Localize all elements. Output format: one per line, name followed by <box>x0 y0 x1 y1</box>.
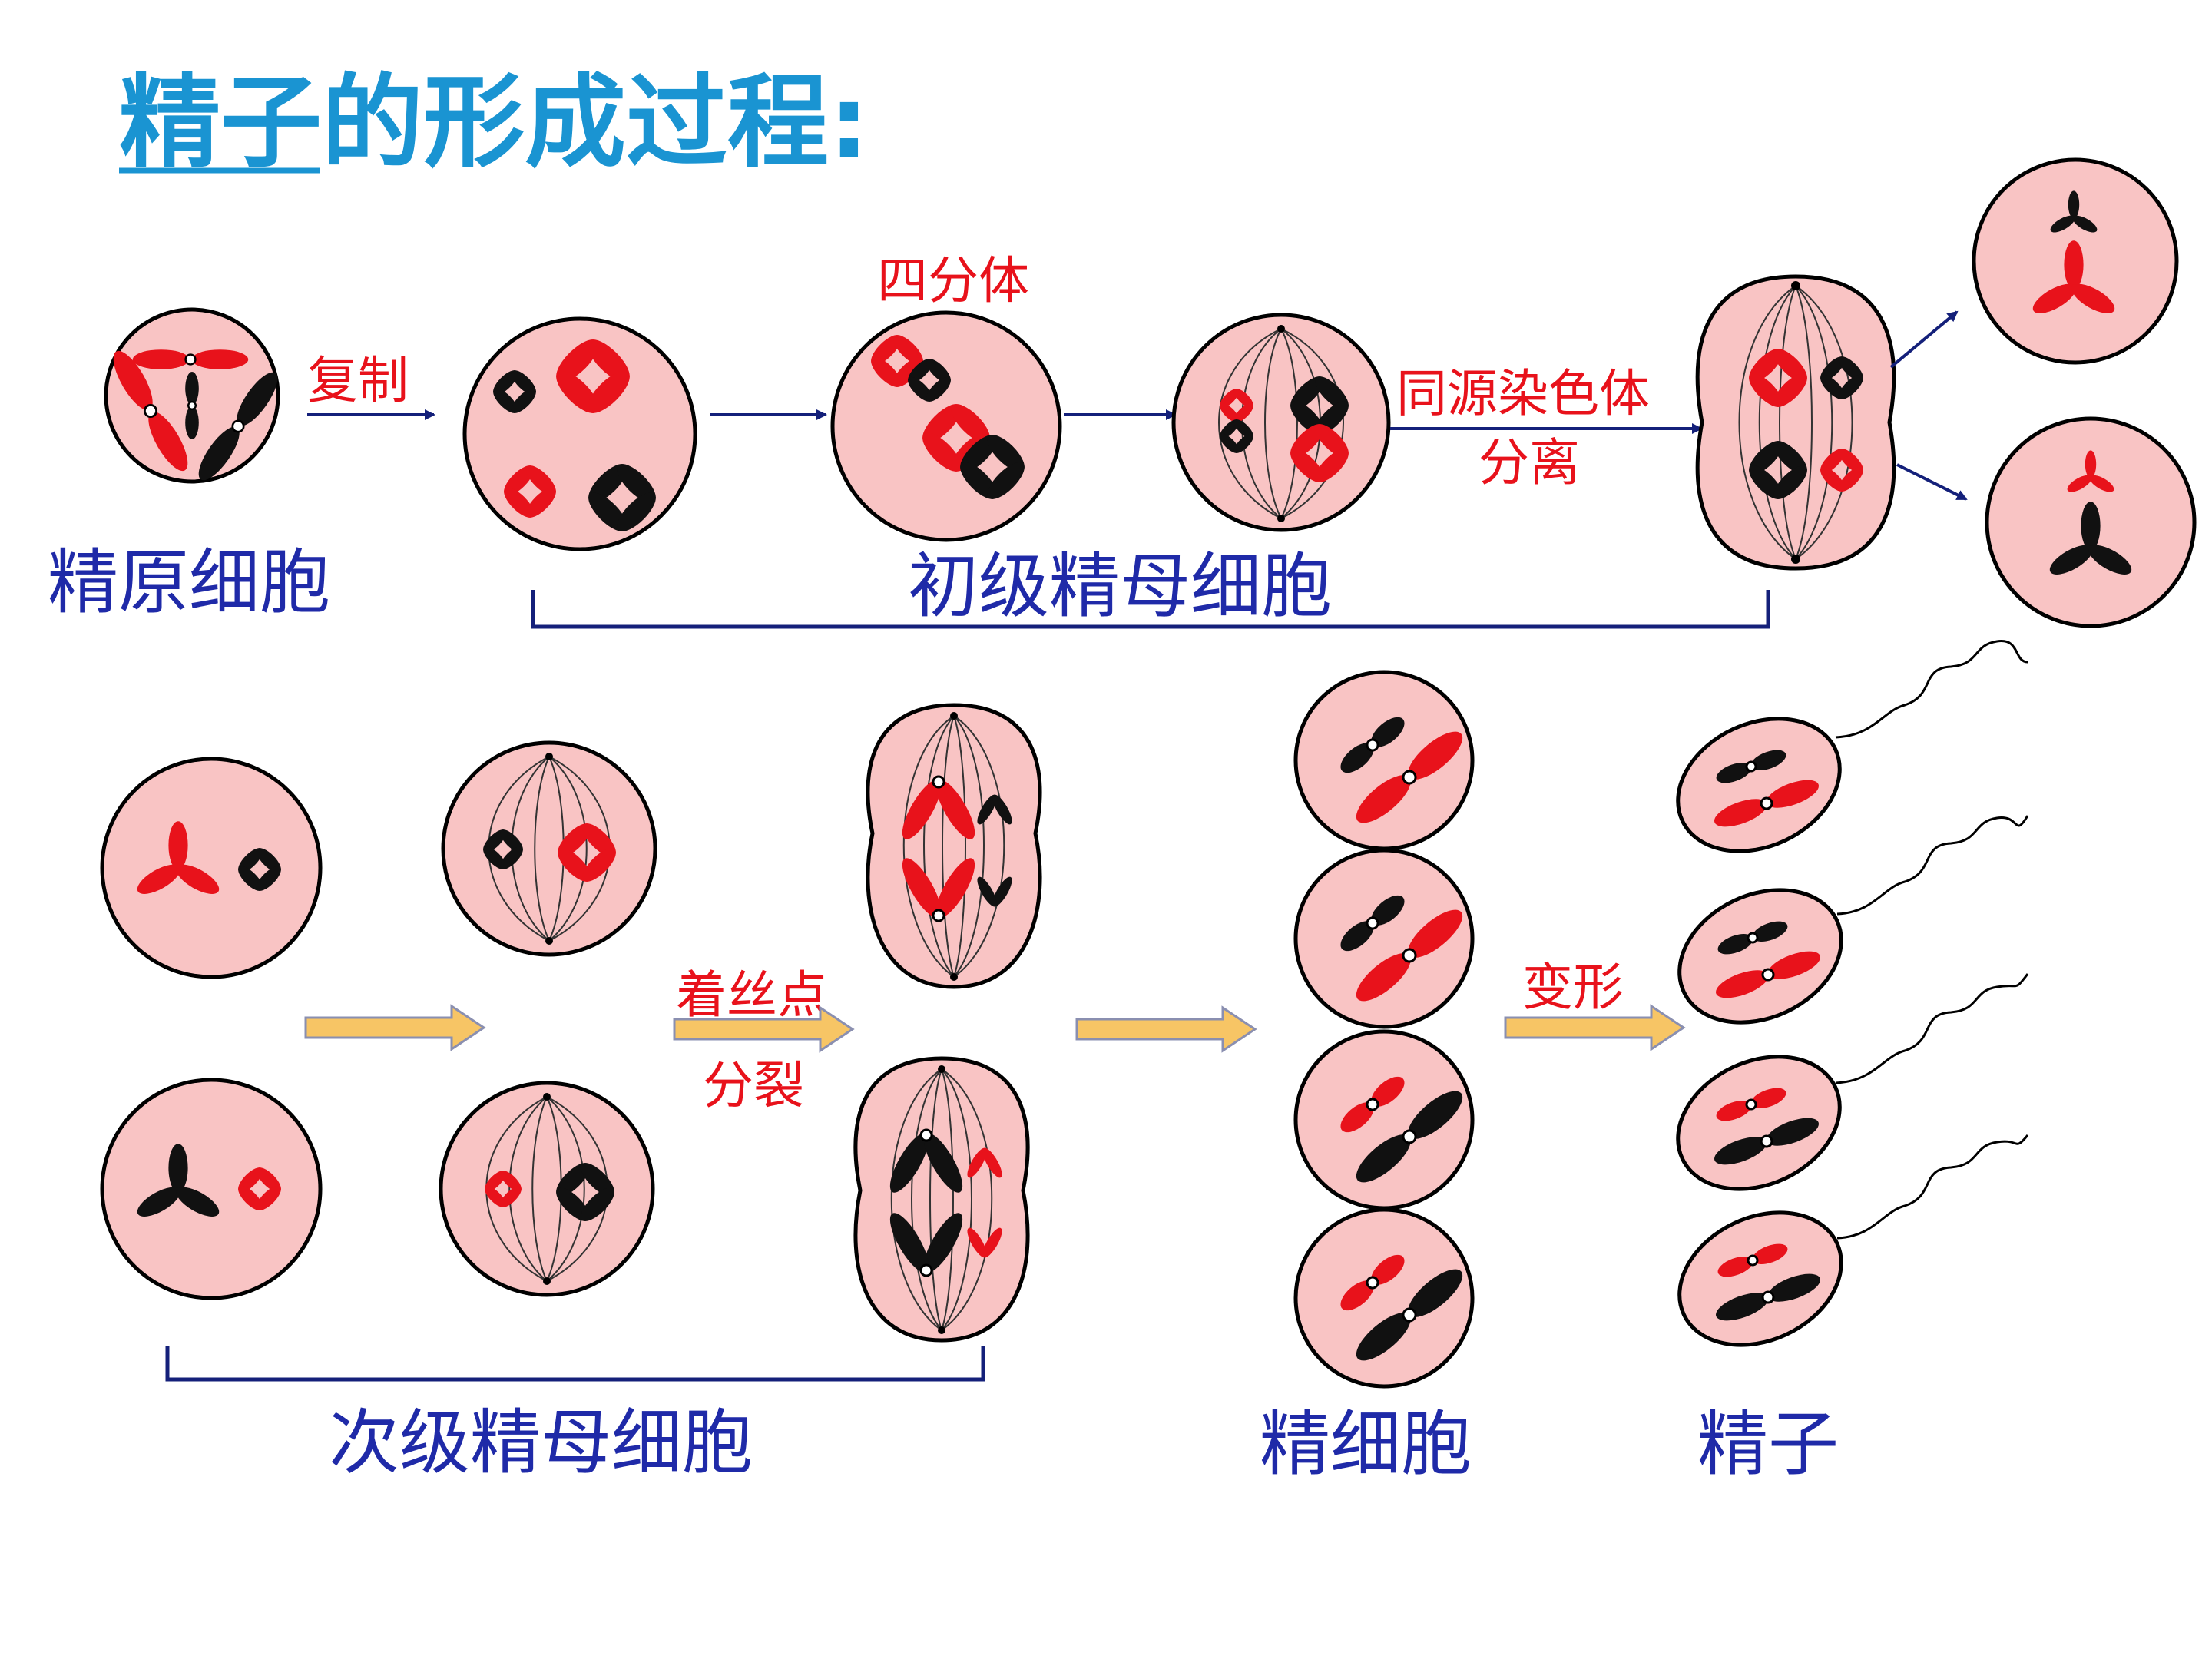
label-primary-spermatocyte: 初级精母细胞 <box>908 545 1332 628</box>
secondary-spermatocyte-anaphase-upper <box>866 703 1042 989</box>
primary-spermatocyte-replicated <box>462 316 697 551</box>
sperm-1 <box>1676 640 2028 853</box>
arrow-split-upper <box>1889 310 1959 369</box>
label-tetrad: 四分体 <box>877 251 1029 310</box>
label-homolog-separation-2: 分离 <box>1479 433 1580 492</box>
bracket-primary-spermatocyte <box>531 590 1770 629</box>
spermatid-2 <box>1293 848 1475 1029</box>
daughter-cell-lower <box>1985 416 2197 628</box>
sperm-3 <box>1676 973 2029 1191</box>
secondary-spermatocyte-metaphase-upper <box>441 740 657 957</box>
primary-spermatocyte-anaphase <box>1695 274 1896 571</box>
primary-spermatocyte-tetrad <box>830 310 1062 542</box>
label-centromere-2: 分裂 <box>703 1056 804 1115</box>
spermatid-4 <box>1293 1207 1475 1389</box>
yellow-arrow-1 <box>304 1005 485 1051</box>
label-spermatogonium: 精原细胞 <box>48 541 330 624</box>
spermatid-3 <box>1293 1029 1475 1210</box>
label-homolog-separation-1: 同源染色体 <box>1396 364 1650 423</box>
secondary-spermatocyte-metaphase-lower <box>439 1081 655 1297</box>
label-sperm: 精子 <box>1697 1403 1839 1485</box>
sperm-2 <box>1677 815 2029 1025</box>
secondary-spermatocyte-anaphase-lower <box>853 1056 1030 1343</box>
sperm-4 <box>1677 1134 2029 1347</box>
arrow-split-lower <box>1896 463 1968 501</box>
secondary-spermatocyte-upper <box>100 757 323 979</box>
label-secondary-spermatocyte: 次级精母细胞 <box>329 1402 753 1484</box>
yellow-arrow-3 <box>1075 1006 1257 1052</box>
secondary-spermatocyte-lower <box>100 1078 323 1300</box>
spermatid-1 <box>1293 670 1475 851</box>
bracket-secondary-spermatocyte <box>165 1346 985 1382</box>
label-centromere-1: 着丝点 <box>676 965 828 1025</box>
label-transformation: 变形 <box>1522 958 1624 1017</box>
page-title: 精子的形成过程: <box>119 64 869 182</box>
label-replication: 复制 <box>307 351 409 410</box>
spermatogonium-cell <box>104 307 286 487</box>
daughter-cell-upper <box>1972 157 2179 365</box>
primary-spermatocyte-metaphase <box>1171 313 1391 532</box>
label-spermatid: 精细胞 <box>1260 1403 1472 1485</box>
